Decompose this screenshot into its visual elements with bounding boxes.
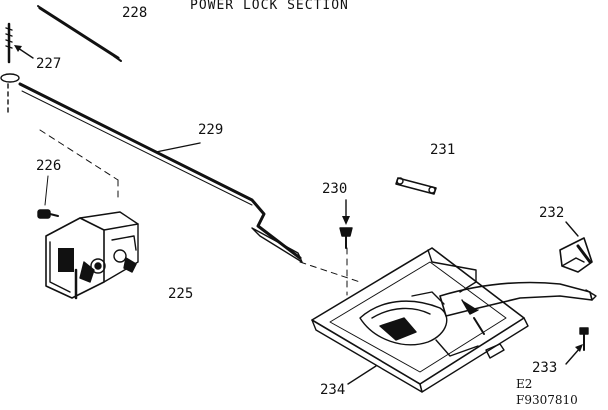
part-225-actuator bbox=[45, 211, 139, 300]
drawing-code-line-1: E2 bbox=[516, 377, 533, 391]
part-231-link bbox=[395, 177, 437, 195]
callout-231: 231 bbox=[430, 142, 456, 158]
leader-227 bbox=[14, 45, 34, 59]
leader-230 bbox=[342, 199, 350, 225]
part-232-knob bbox=[559, 237, 593, 273]
callout-232: 232 bbox=[539, 205, 565, 221]
part-226-pin bbox=[37, 175, 59, 219]
callout-230: 230 bbox=[322, 181, 348, 197]
callout-233: 233 bbox=[532, 360, 558, 376]
part-227-screw bbox=[0, 22, 20, 116]
diagram-title: POWER LOCK SECTION bbox=[190, 0, 349, 13]
part-228-rod bbox=[37, 5, 122, 62]
leader-232 bbox=[565, 221, 579, 237]
callout-229: 229 bbox=[198, 122, 224, 138]
callout-225: 225 bbox=[168, 286, 194, 302]
part-229-long-rod bbox=[18, 82, 303, 263]
callout-234: 234 bbox=[320, 382, 346, 398]
drawing-code-line-2: F9307810 bbox=[516, 393, 578, 407]
leader-233 bbox=[565, 344, 583, 365]
callout-228: 228 bbox=[122, 5, 148, 21]
leader-234 bbox=[347, 365, 377, 385]
callout-226: 226 bbox=[36, 158, 62, 174]
alignment-lines bbox=[39, 129, 361, 296]
callout-227: 227 bbox=[36, 56, 62, 72]
part-233-screw bbox=[579, 327, 589, 351]
part-234-latch-plate bbox=[311, 247, 597, 393]
part-230-screw bbox=[339, 227, 353, 249]
